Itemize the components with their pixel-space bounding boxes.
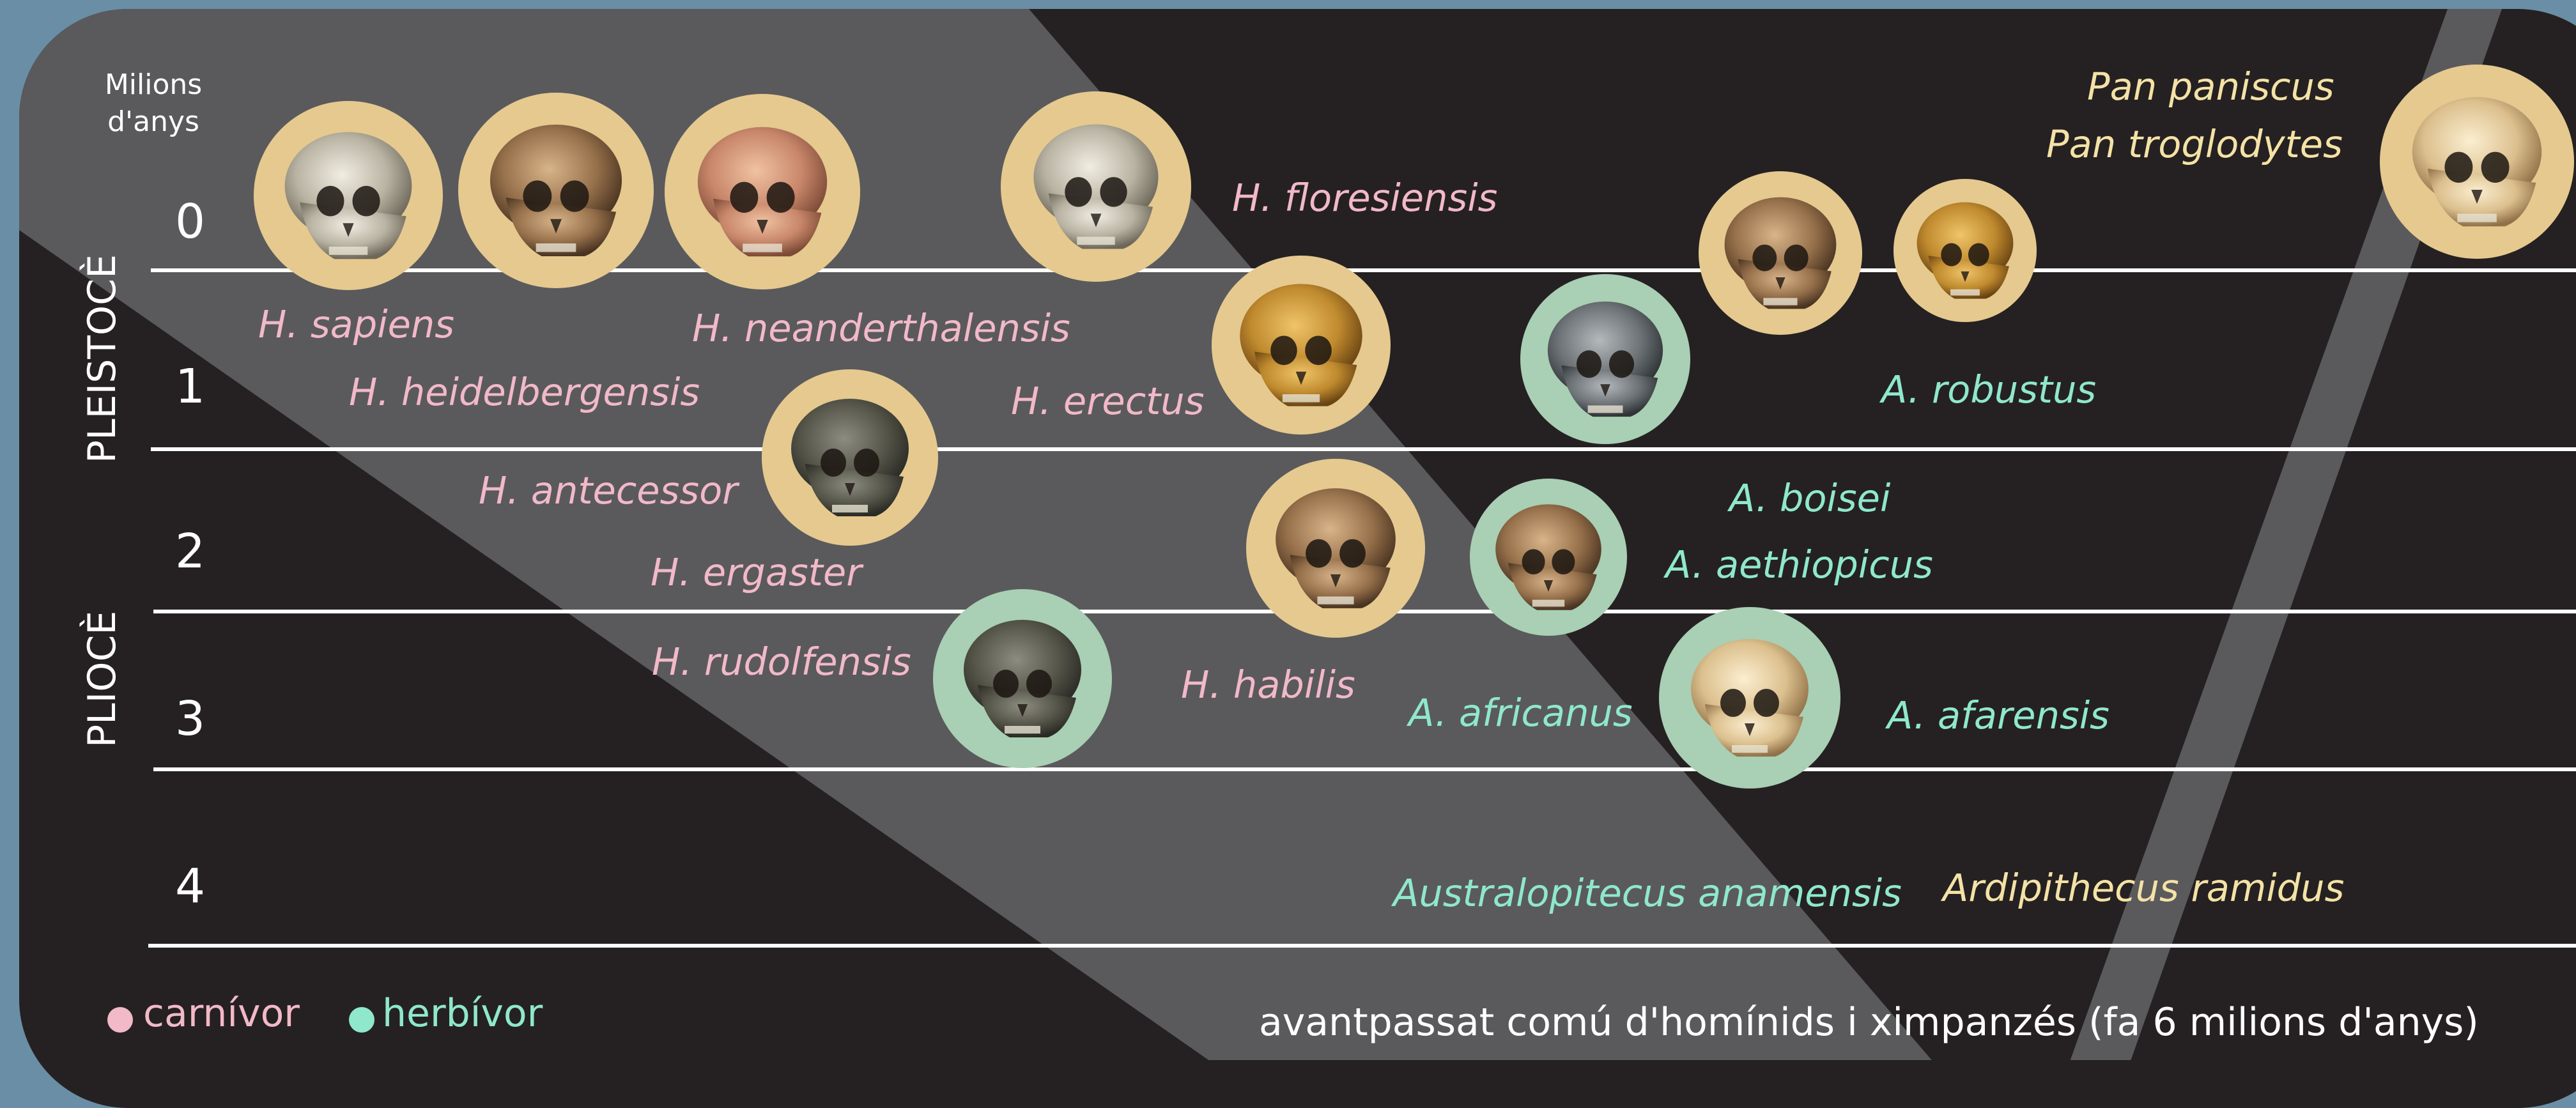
skull-ergaster-icon bbox=[1246, 459, 1425, 638]
tick-1: 1 bbox=[175, 363, 205, 410]
label-pan-paniscus: Pan paniscus bbox=[2087, 68, 2334, 105]
axis-header: Milions d'anys bbox=[89, 66, 217, 141]
ancestor-note: avantpassat comú d'homínids i ximpanzés … bbox=[1259, 1003, 2479, 1042]
label-h-neanderthalensis: H. neanderthalensis bbox=[692, 309, 1070, 347]
skull-aethiopicus-icon bbox=[1520, 274, 1690, 444]
axis-header-line2: d'anys bbox=[89, 104, 217, 141]
skull-sapiens-icon bbox=[254, 101, 443, 290]
label-h-rudolfensis: H. rudolfensis bbox=[652, 643, 911, 681]
label-h-erectus: H. erectus bbox=[1011, 382, 1204, 420]
skull-afarensis-icon bbox=[1659, 607, 1840, 789]
carnivore-dot-icon bbox=[107, 1007, 133, 1033]
label-pan-troglodytes: Pan troglodytes bbox=[2046, 125, 2343, 163]
legend-herbivore: herbívor bbox=[382, 994, 543, 1033]
skull-pan-icon bbox=[2380, 65, 2574, 259]
skull-africanus-icon bbox=[1470, 479, 1627, 636]
label-h-sapiens: H. sapiens bbox=[258, 305, 454, 343]
label-h-ergaster: H. ergaster bbox=[651, 553, 861, 591]
label-a-anamensis: Australopitecus anamensis bbox=[1393, 874, 1902, 912]
herbivore-dot-icon bbox=[349, 1007, 374, 1033]
label-h-habilis: H. habilis bbox=[1181, 666, 1355, 704]
label-a-aethiopicus: A. aethiopicus bbox=[1665, 546, 1933, 583]
label-a-robustus: A. robustus bbox=[1881, 371, 2096, 408]
label-h-antecessor: H. antecessor bbox=[479, 472, 737, 509]
tick-3: 3 bbox=[175, 695, 205, 743]
skull-antecessor-icon bbox=[762, 369, 938, 546]
skull-rudolfensis-icon bbox=[933, 589, 1112, 768]
skull-heidelbergensis-icon bbox=[458, 93, 654, 288]
tick-0: 0 bbox=[175, 198, 205, 245]
label-h-floresiensis: H. floresiensis bbox=[1232, 179, 1497, 217]
label-a-africanus: A. africanus bbox=[1408, 694, 1633, 732]
axis-header-line1: Milions bbox=[89, 66, 217, 104]
skull-neanderthalensis-icon bbox=[665, 94, 860, 289]
label-a-afarensis: A. afarensis bbox=[1887, 696, 2109, 734]
epoch-pleistocene: PLEISTOCÈ bbox=[83, 323, 121, 463]
label-a-boisei: A. boisei bbox=[1729, 479, 1890, 517]
label-ardipithecus: Ardipithecus ramidus bbox=[1943, 869, 2344, 907]
legend-carnivore: carnívor bbox=[143, 994, 300, 1033]
skull-erectus-icon bbox=[1212, 256, 1391, 435]
hominid-evolution-diagram: Milions d'anys 0 1 2 3 4 PLEISTOCÈ PLIOC… bbox=[0, 0, 2576, 1060]
tick-4: 4 bbox=[175, 863, 205, 910]
label-h-heidelbergensis: H. heidelbergensis bbox=[349, 373, 700, 411]
epoch-pliocene: PLIOCÈ bbox=[83, 633, 121, 748]
tick-2: 2 bbox=[175, 528, 205, 575]
skull-floresiensis-icon bbox=[1001, 91, 1191, 282]
skull-boisei-icon bbox=[1699, 171, 1862, 335]
skull-robustus-icon bbox=[1893, 179, 2037, 322]
